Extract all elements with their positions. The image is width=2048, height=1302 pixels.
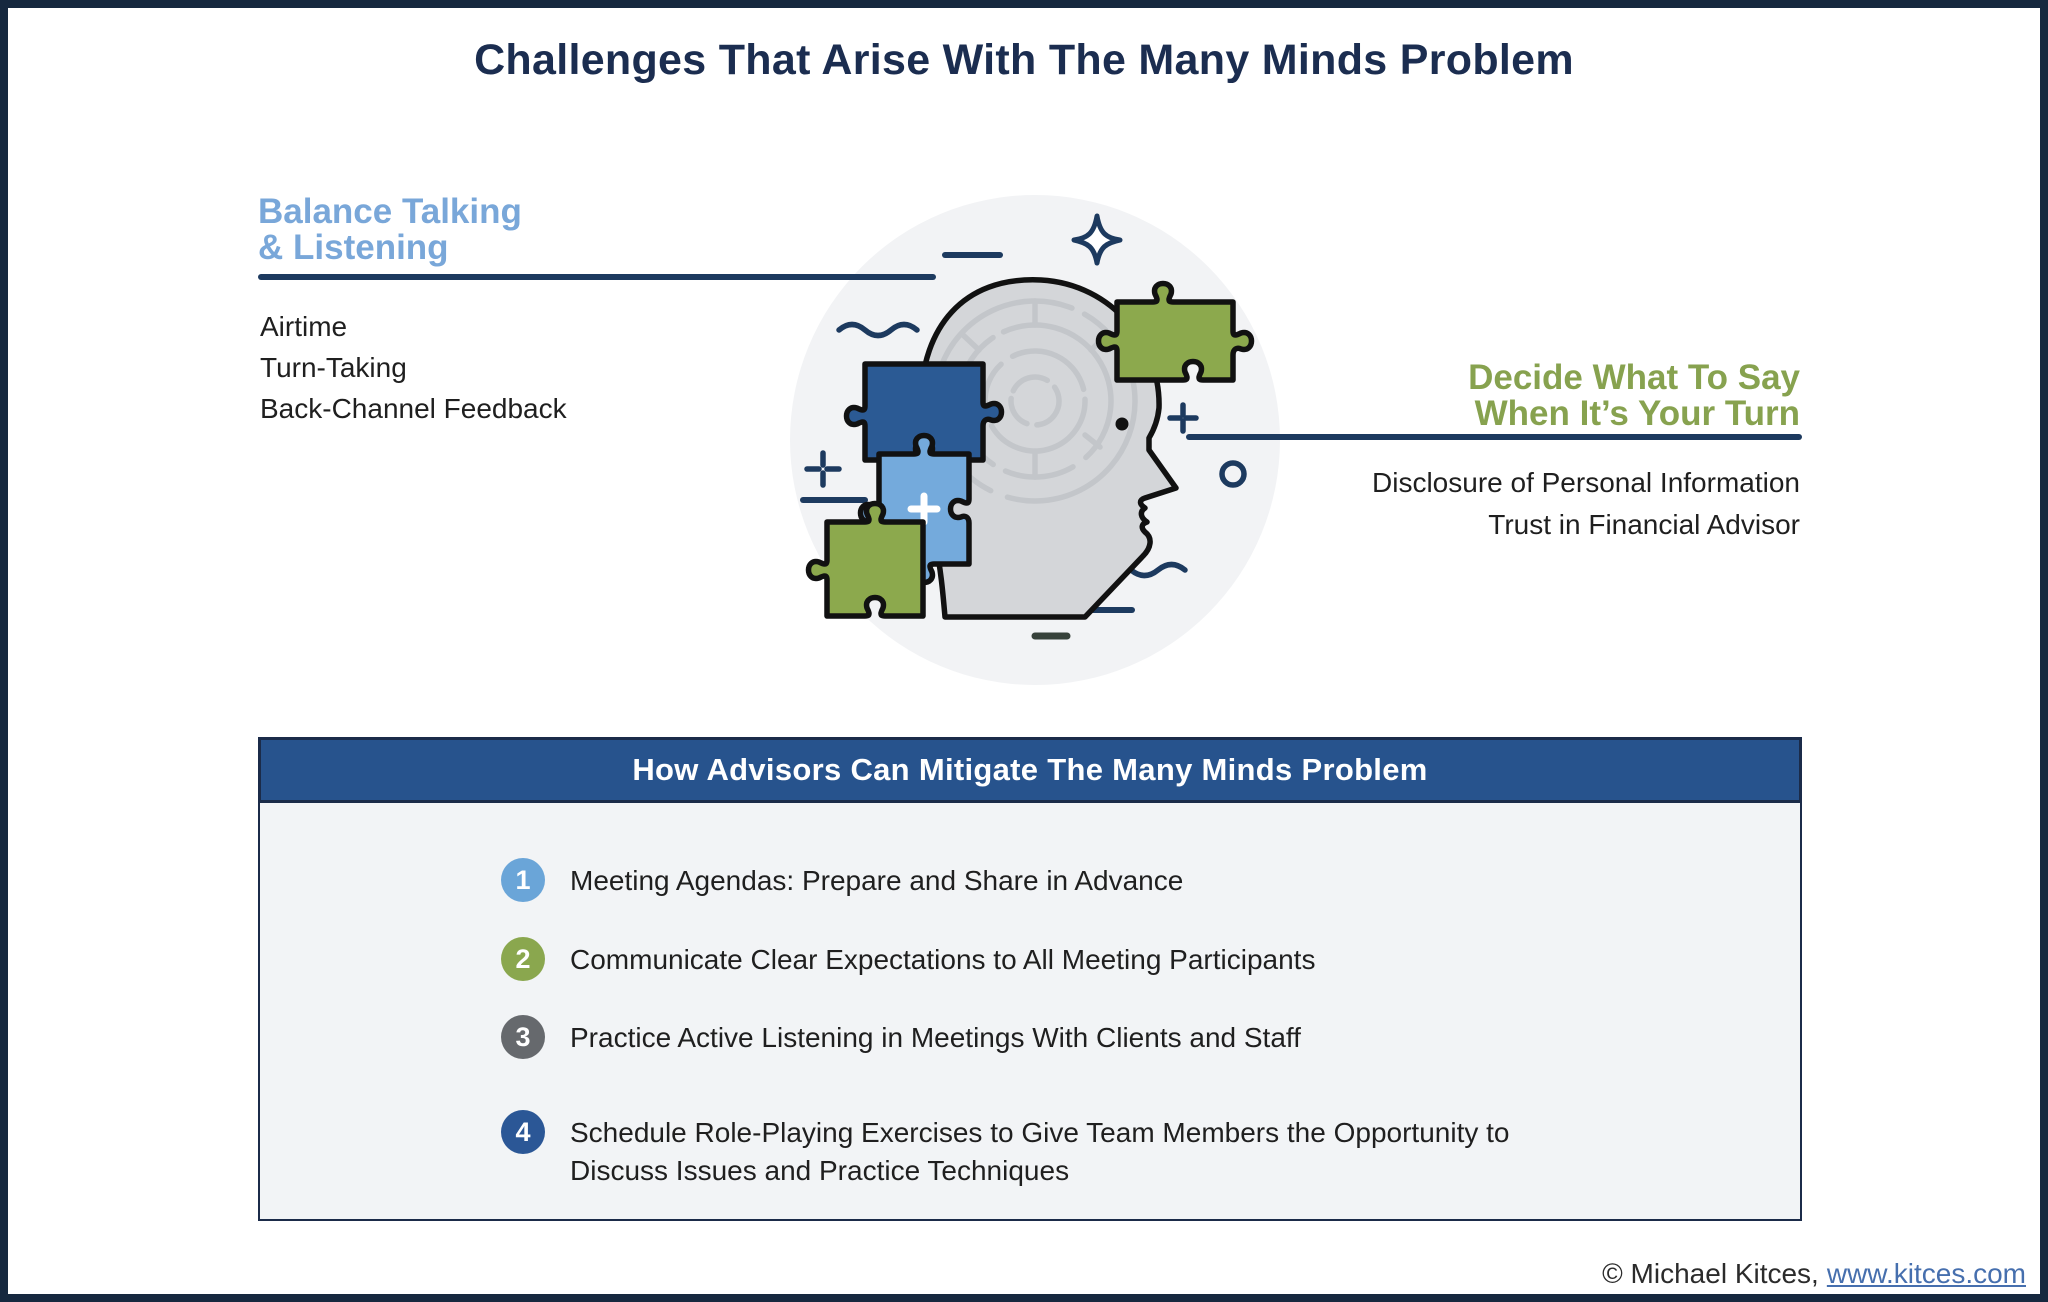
step-text: Communicate Clear Expectations to All Me… [570,944,1316,975]
mitigation-header: How Advisors Can Mitigate The Many Minds… [258,737,1802,803]
puzzle-piece-green-bottom-icon [805,500,926,619]
step-text: Meeting Agendas: Prepare and Share in Ad… [570,865,1184,896]
left-callout-list: Airtime Turn-Taking Back-Channel Feedbac… [260,306,567,429]
step-number-badge: 4 [501,1110,545,1154]
plus-icon [1167,402,1199,434]
mitigation-step-1: 1 Meeting Agendas: Prepare and Share in … [501,858,1183,902]
plus-icon [804,450,842,488]
plus-white-icon [907,492,941,526]
mitigation-step-4: 4 Schedule Role-Playing Exercises to Giv… [501,1110,1610,1190]
right-callout-heading: Decide What To Say When It’s Your Turn [1468,360,1800,432]
right-callout-heading-line1: Decide What To Say [1468,358,1800,397]
list-item: Disclosure of Personal Information [1372,467,1800,498]
list-item: Airtime [260,311,348,342]
left-callout-heading: Balance Talking & Listening [258,194,522,266]
mitigation-step-2: 2 Communicate Clear Expectations to All … [501,937,1315,981]
circle-dot-icon [1219,460,1247,488]
left-callout-heading-line1: Balance Talking [258,192,522,231]
step-number-badge: 1 [501,858,545,902]
footer: © Michael Kitces,www.kitces.com [1602,1258,2026,1290]
mitigation-step-3: 3 Practice Active Listening in Meetings … [501,1015,1301,1059]
list-item: Trust in Financial Advisor [1488,509,1800,540]
step-number-badge: 2 [501,937,545,981]
step-text: Practice Active Listening in Meetings Wi… [570,1022,1301,1053]
head-puzzle-illustration [790,195,1280,685]
list-item: Turn-Taking [260,352,407,383]
step-text: Schedule Role-Playing Exercises to Give … [570,1117,1510,1186]
eye-dot-icon [1115,417,1129,431]
page-title: Challenges That Arise With The Many Mind… [474,36,1574,84]
right-callout-heading-line2: When It’s Your Turn [1474,394,1800,433]
right-callout-rule [1186,434,1802,440]
right-callout-list: Disclosure of Personal Information Trust… [1372,462,1800,546]
wave-icon [836,321,920,339]
left-callout-rule [258,274,936,280]
list-item: Back-Channel Feedback [260,393,567,424]
step-number-badge: 3 [501,1015,545,1059]
sparkle-icon [1071,213,1123,266]
kitces-link[interactable]: www.kitces.com [1826,1258,2026,1289]
copyright-text: © Michael Kitces, [1602,1258,1819,1289]
left-callout-heading-line2: & Listening [258,228,449,267]
puzzle-piece-green-top-icon [1095,280,1255,383]
